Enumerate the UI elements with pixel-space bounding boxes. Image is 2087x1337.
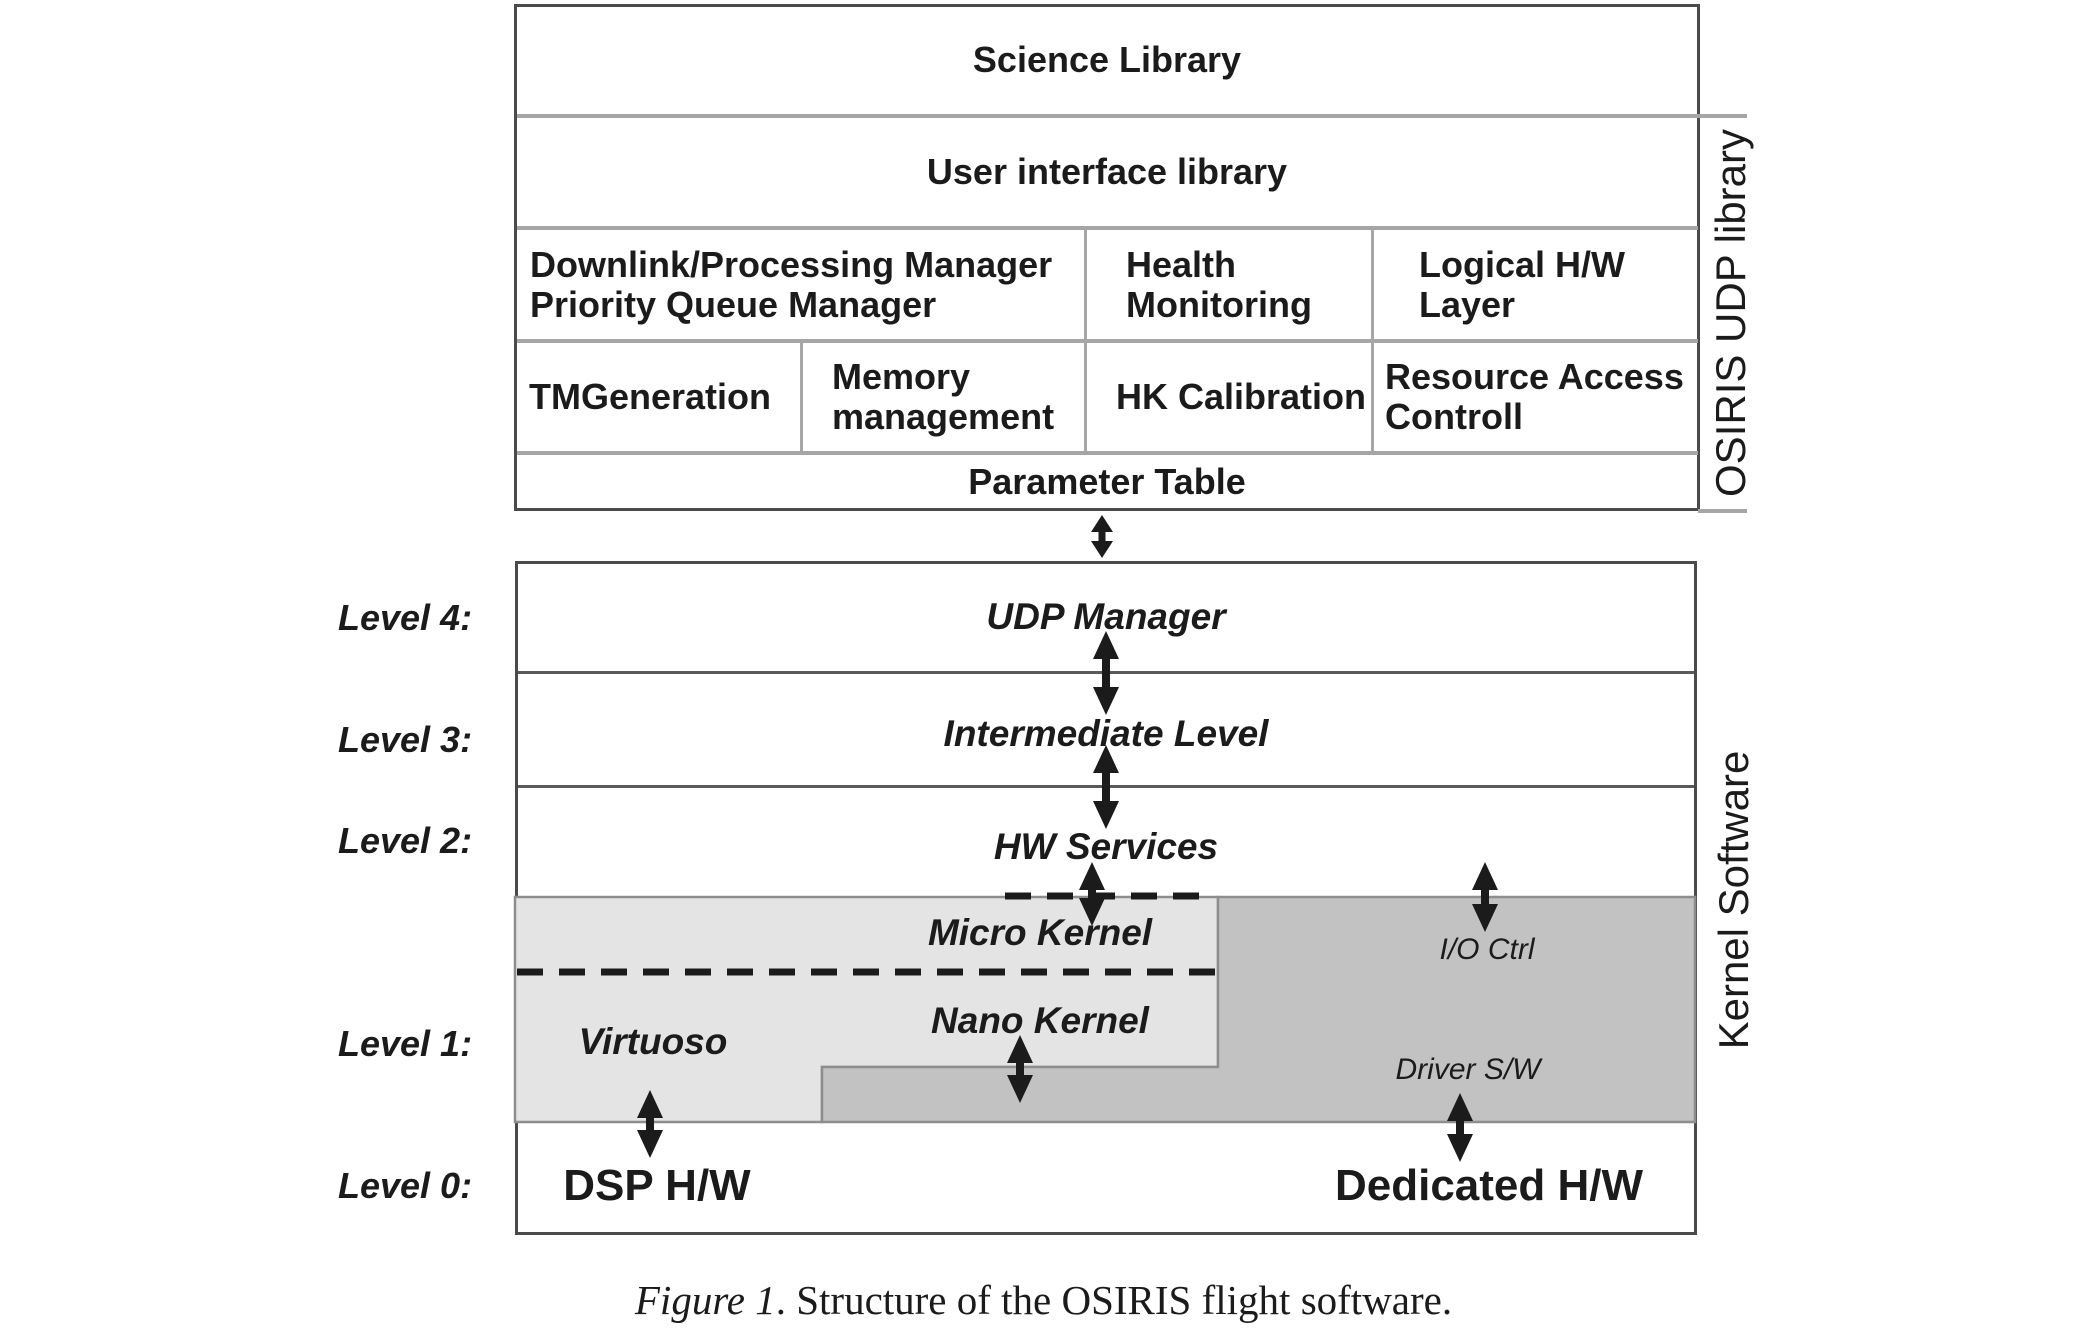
dsp-hw-label: DSP H/W (563, 1161, 751, 1210)
figure-caption-text: . Structure of the OSIRIS flight softwar… (775, 1277, 1453, 1323)
divider (1371, 228, 1374, 453)
driver-sw-label: Driver S/W (1395, 1053, 1541, 1086)
memory-management-box: Memory management (800, 341, 1084, 453)
user-interface-library-box: User interface library (514, 116, 1700, 228)
parameter-udp-double-arrow-icon (1091, 515, 1113, 558)
virtuoso-label: Virtuoso (578, 1021, 728, 1062)
parameter-table-label: Parameter Table (968, 461, 1246, 502)
resource-access-control-box: Resource Access Controll (1371, 341, 1700, 453)
memory-line1: Memory (832, 356, 971, 397)
divider (1084, 228, 1087, 453)
hw-services-label: HW Services (993, 826, 1219, 867)
memory-line2: management (832, 396, 1055, 437)
intermediate-level-label: Intermediate Level (943, 713, 1269, 754)
health-monitoring-box: Health Monitoring (1084, 228, 1371, 341)
divider (517, 339, 1698, 343)
downlink-line1: Downlink/Processing Manager (530, 243, 1053, 285)
udp-library-table (514, 4, 1700, 511)
io-ctrl-label: I/O Ctrl (1439, 933, 1535, 966)
science-library-label: Science Library (972, 39, 1242, 80)
science-library-box: Science Library (514, 4, 1700, 116)
health-line2: Monitoring (1126, 283, 1312, 325)
downlink-line2: Priority Queue Manager (530, 283, 937, 325)
dedicated-hw-label: Dedicated H/W (1334, 1161, 1644, 1210)
figure-caption-label: Figure 1 (634, 1277, 776, 1323)
micro-kernel-label: Micro Kernel (927, 912, 1153, 953)
udp-manager-label: UDP Manager (986, 596, 1226, 637)
logical-line1: Logical H/W (1419, 243, 1625, 285)
kernel-software-side-label: Kernel Software (1710, 750, 1757, 1050)
kernel-software-table (515, 561, 1697, 1235)
parameter-table-box: Parameter Table (514, 453, 1700, 511)
level-0-label: Level 0: (338, 1165, 473, 1206)
bracket-tick (1698, 509, 1747, 513)
nano-kernel-label: Nano Kernel (931, 1000, 1149, 1041)
bracket-tick (1698, 114, 1747, 118)
downlink-processing-manager-box: Downlink/Processing Manager Priority Que… (514, 228, 1084, 341)
hk-calibration-label: HK Calibration (1116, 376, 1367, 417)
resource-line2: Controll (1385, 396, 1523, 437)
divider (517, 114, 1698, 118)
level-2-label: Level 2: (338, 820, 473, 861)
logical-line2: Layer (1419, 283, 1516, 325)
figure-caption: Figure 1. Structure of the OSIRIS flight… (0, 1276, 2087, 1324)
tm-generation-label: TMGeneration (529, 376, 772, 417)
tm-generation-box: TMGeneration (514, 341, 800, 453)
level-4-label: Level 4: (338, 597, 473, 638)
user-interface-library-label: User interface library (926, 151, 1288, 192)
divider (517, 451, 1698, 455)
osiris-udp-library-side-label: OSIRIS UDP library (1707, 129, 1754, 497)
divider (517, 226, 1698, 230)
level-3-label: Level 3: (338, 719, 473, 760)
level-1-label: Level 1: (338, 1023, 473, 1064)
divider (518, 671, 1694, 674)
health-line1: Health (1126, 243, 1237, 285)
divider (800, 341, 803, 453)
logical-hw-layer-box: Logical H/W Layer (1371, 228, 1700, 341)
hk-calibration-box: HK Calibration (1084, 341, 1371, 453)
resource-line1: Resource Access (1385, 356, 1684, 397)
divider (518, 785, 1694, 788)
